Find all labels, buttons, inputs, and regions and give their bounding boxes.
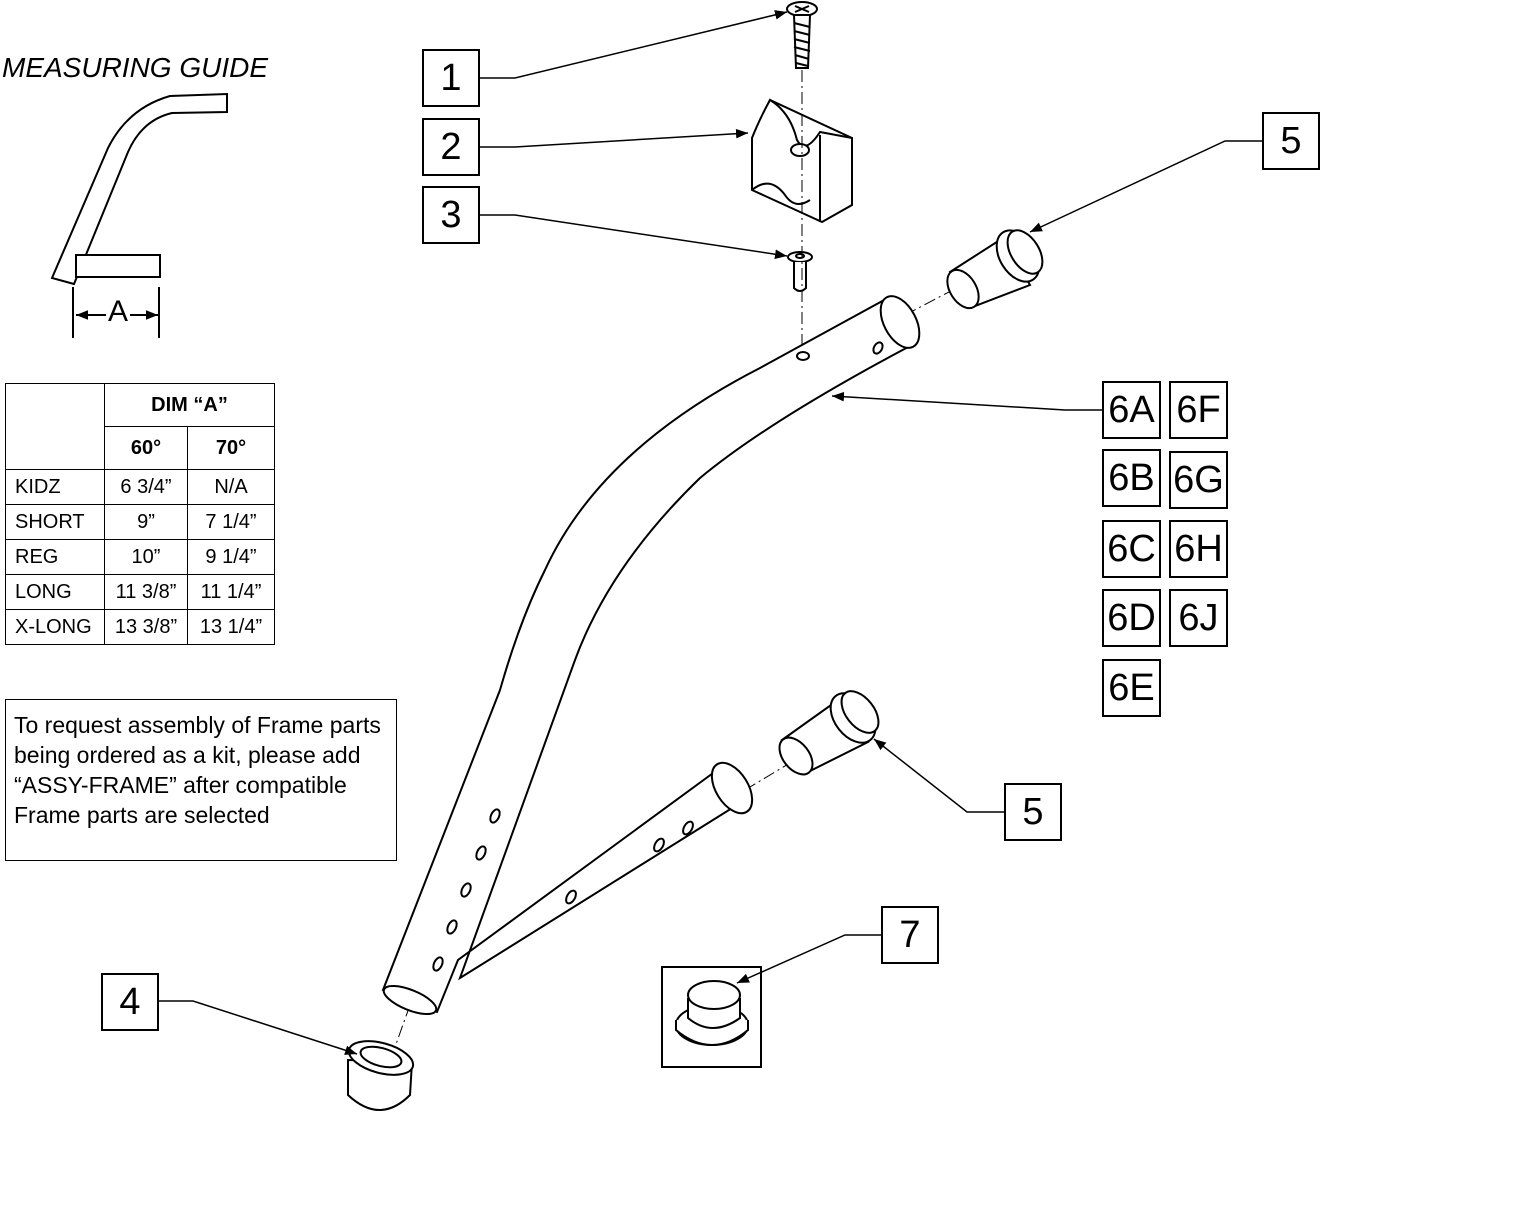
- plug-part-lower: [778, 690, 880, 776]
- callout-6b: 6B: [1102, 449, 1161, 507]
- cell-60: 11 3/8”: [104, 574, 188, 610]
- row-label: X-LONG: [5, 609, 105, 645]
- row-label: SHORT: [5, 504, 105, 540]
- cell-70: 13 1/4”: [187, 609, 275, 645]
- callout-5-lower: 5: [1004, 783, 1062, 841]
- callout-2: 2: [422, 118, 480, 176]
- callout-6a: 6A: [1102, 381, 1161, 439]
- insert-part: [787, 251, 813, 292]
- clamp-part: [751, 98, 853, 224]
- cell-60: 10”: [104, 539, 188, 575]
- callout-4: 4: [101, 973, 159, 1031]
- callout-5-upper: 5: [1262, 112, 1320, 170]
- row-label: KIDZ: [5, 469, 105, 505]
- table-corner: [5, 383, 105, 470]
- table-row: REG 10” 9 1/4”: [5, 539, 275, 575]
- measuring-guide-title: MEASURING GUIDE: [2, 52, 269, 83]
- dimension-a-label: A: [108, 295, 129, 328]
- table-row: SHORT 9” 7 1/4”: [5, 504, 275, 540]
- callout-6d: 6D: [1102, 589, 1161, 647]
- callout-6c: 6C: [1102, 520, 1161, 578]
- cell-60: 13 3/8”: [104, 609, 188, 645]
- leader-lines: [159, 10, 1262, 1055]
- row-label: REG: [5, 539, 105, 575]
- col-60-header: 60°: [104, 426, 188, 470]
- cell-70: 7 1/4”: [187, 504, 275, 540]
- callout-3: 3: [422, 186, 480, 244]
- callout-6g: 6G: [1169, 451, 1228, 509]
- frame-tube: [381, 295, 921, 1015]
- screw-part: [786, 1, 818, 69]
- dimension-table: DIM “A” 60° 70° KIDZ 6 3/4” N/A SHORT 9”…: [5, 383, 275, 645]
- callout-6j: 6J: [1169, 589, 1228, 647]
- cell-70: N/A: [187, 469, 275, 505]
- table-row: X-LONG 13 3/8” 13 1/4”: [5, 609, 275, 645]
- col-70-header: 70°: [187, 426, 275, 470]
- assembly-note: To request assembly of Frame parts being…: [5, 699, 397, 861]
- cell-70: 11 1/4”: [187, 574, 275, 610]
- callout-6f: 6F: [1169, 381, 1228, 439]
- callout-7: 7: [881, 906, 939, 964]
- cell-60: 9”: [104, 504, 188, 540]
- table-row: KIDZ 6 3/4” N/A: [5, 469, 275, 505]
- dim-a-header: DIM “A”: [104, 383, 275, 427]
- bushing-part: [347, 1040, 415, 1111]
- callout-1: 1: [422, 49, 480, 107]
- row-label: LONG: [5, 574, 105, 610]
- cell-60: 6 3/4”: [104, 469, 188, 505]
- callout-6e: 6E: [1102, 659, 1161, 717]
- cap-part: [661, 966, 762, 1068]
- plug-part-upper: [946, 229, 1044, 310]
- callout-6h: 6H: [1169, 520, 1228, 578]
- cell-70: 9 1/4”: [187, 539, 275, 575]
- table-row: LONG 11 3/8” 11 1/4”: [5, 574, 275, 610]
- measuring-guide-sketch: [50, 92, 228, 338]
